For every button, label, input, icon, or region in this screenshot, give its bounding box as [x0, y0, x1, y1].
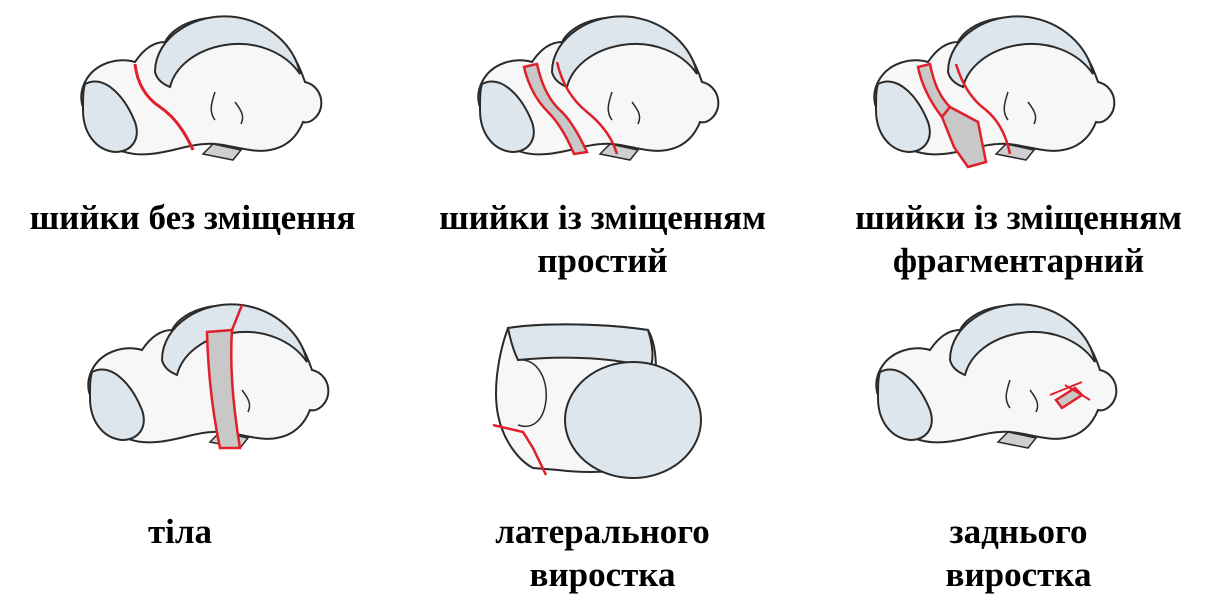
talus-figure-neck-nondisplaced	[65, 12, 327, 167]
talus-figure-neck-displaced-simple	[462, 12, 724, 167]
caption-body: тіла	[80, 510, 280, 553]
talus-figure-body	[72, 300, 334, 460]
caption-lateral-process: латерального виростка	[420, 510, 785, 596]
talus-figure-posterior-process	[860, 300, 1122, 460]
talus-figure-neck-displaced-comminuted	[858, 12, 1120, 182]
caption-posterior-process: заднього виростка	[836, 510, 1201, 596]
caption-neck-nondisplaced: шийки без зміщення	[10, 196, 375, 239]
caption-neck-displaced-comminuted: шийки із зміщенням фрагментарний	[836, 196, 1201, 282]
talus-figure-lateral-process	[478, 320, 718, 485]
caption-neck-displaced-simple: шийки із зміщенням простий	[420, 196, 785, 282]
